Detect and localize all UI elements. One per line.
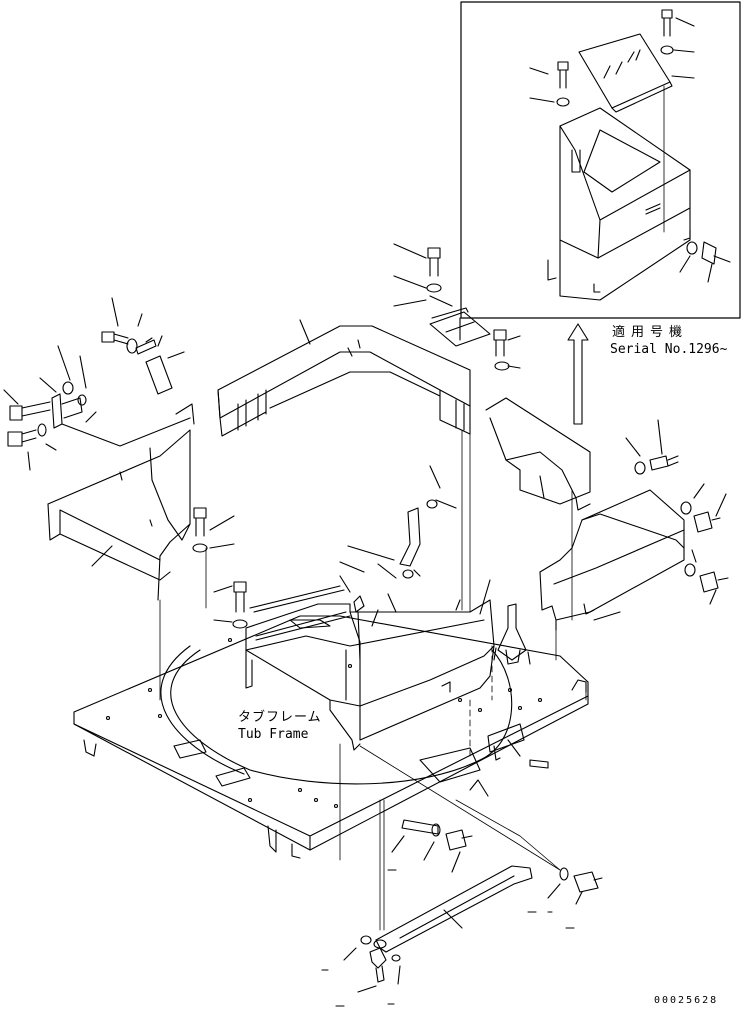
inset-box — [460, 1, 741, 319]
inset-bolt-left — [529, 61, 570, 107]
inset-bolt-top-right — [660, 9, 695, 79]
leader-lines — [159, 85, 665, 931]
inset-duct-cover — [547, 107, 691, 301]
center-rod-bracket — [377, 465, 457, 579]
top-bolt-right — [493, 329, 521, 371]
middle-bolt — [213, 581, 248, 629]
tub-frame-jp-label: タブフレーム — [238, 710, 322, 725]
tub-frame — [73, 615, 589, 859]
left-bolt-cluster — [101, 297, 185, 395]
inset-serial-label: Serial No.1296~ — [610, 342, 728, 357]
inset-bolt-bottom-right — [679, 241, 731, 283]
left-center-bolt — [192, 507, 235, 553]
rear-top-cover — [217, 319, 471, 437]
right-bolt-cluster — [625, 419, 729, 605]
top-bolt-center — [393, 243, 453, 307]
top-access-plate — [429, 307, 491, 347]
right-upper-cover — [485, 397, 591, 511]
left-side-cover — [47, 403, 195, 601]
tow-bar — [343, 865, 533, 993]
pin-bolt-assembly — [391, 739, 549, 873]
tub-frame-en-label: Tub Frame — [238, 727, 309, 742]
right-lower-cover — [539, 489, 685, 631]
callout-dashes — [321, 869, 575, 1007]
right-standing-bracket — [479, 579, 531, 665]
left-bracket-assembly — [3, 345, 191, 471]
hidden-lines — [359, 645, 493, 761]
serial-arrow — [567, 323, 589, 425]
center-hood-cover — [245, 599, 495, 751]
tow-bar-bolt — [547, 867, 603, 905]
inset-cover-plate — [578, 33, 673, 113]
drawing-number: 00025628 — [654, 995, 719, 1006]
inset-applicable-label: 適用号機 — [612, 325, 689, 340]
